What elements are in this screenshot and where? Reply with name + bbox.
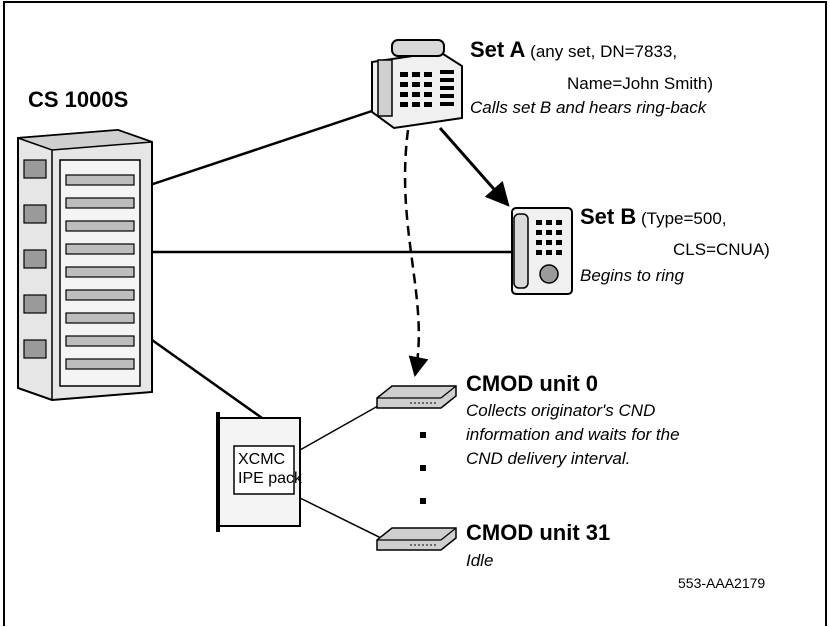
dashed-arrow-set-a-to-cmod0 [403, 129, 429, 377]
set-b-action: Begins to ring [580, 266, 684, 285]
line-xcmc-to-cmod0 [299, 401, 386, 451]
set-a-label: Set A (any set, DN=7833, [470, 37, 678, 62]
cmod0-desc-3: CND delivery interval. [466, 449, 631, 468]
cmod31-desc: Idle [466, 551, 494, 570]
cmod-ellipsis [420, 432, 426, 504]
cmod31-unit-icon [376, 527, 457, 551]
figure-id: 553-AAA2179 [678, 575, 766, 591]
line-xcmc-to-cmod31 [299, 497, 386, 541]
line-server-to-set-a [134, 108, 376, 192]
diagram-frame [3, 1, 827, 626]
set-b-name: Set B [580, 204, 637, 229]
cmod0-name: CMOD unit 0 [466, 371, 598, 396]
xcmc-label: XCMC IPE pack [238, 450, 302, 488]
set-a-phone-icon [371, 39, 463, 130]
arrow-set-a-to-set-b [438, 127, 510, 207]
set-b-details-2: CLS=CNUA) [673, 240, 770, 259]
set-a-name: Set A [470, 37, 526, 62]
server-rack-icon [17, 128, 153, 402]
set-a-details-2: Name=John Smith) [567, 74, 713, 93]
cmod0-desc-2: information and waits for the [466, 425, 680, 444]
cmod0-unit-icon [376, 385, 457, 409]
xcmc-label-line1: XCMC [238, 451, 286, 468]
set-a-details-1: (any set, DN=7833, [530, 42, 678, 61]
line-server-to-xcmc [151, 338, 263, 420]
xcmc-card-icon [216, 412, 301, 532]
cmod0-desc-1: Collects originator's CND [466, 401, 656, 420]
server-label: CS 1000S [28, 87, 129, 112]
set-b-details-1: (Type=500, [640, 209, 727, 228]
set-a-action: Calls set B and hears ring-back [470, 98, 707, 117]
xcmc-label-line2: IPE pack [238, 470, 303, 487]
set-b-phone-icon [511, 207, 573, 295]
cmod31-name: CMOD unit 31 [466, 520, 611, 545]
set-b-label: Set B (Type=500, [580, 204, 727, 229]
